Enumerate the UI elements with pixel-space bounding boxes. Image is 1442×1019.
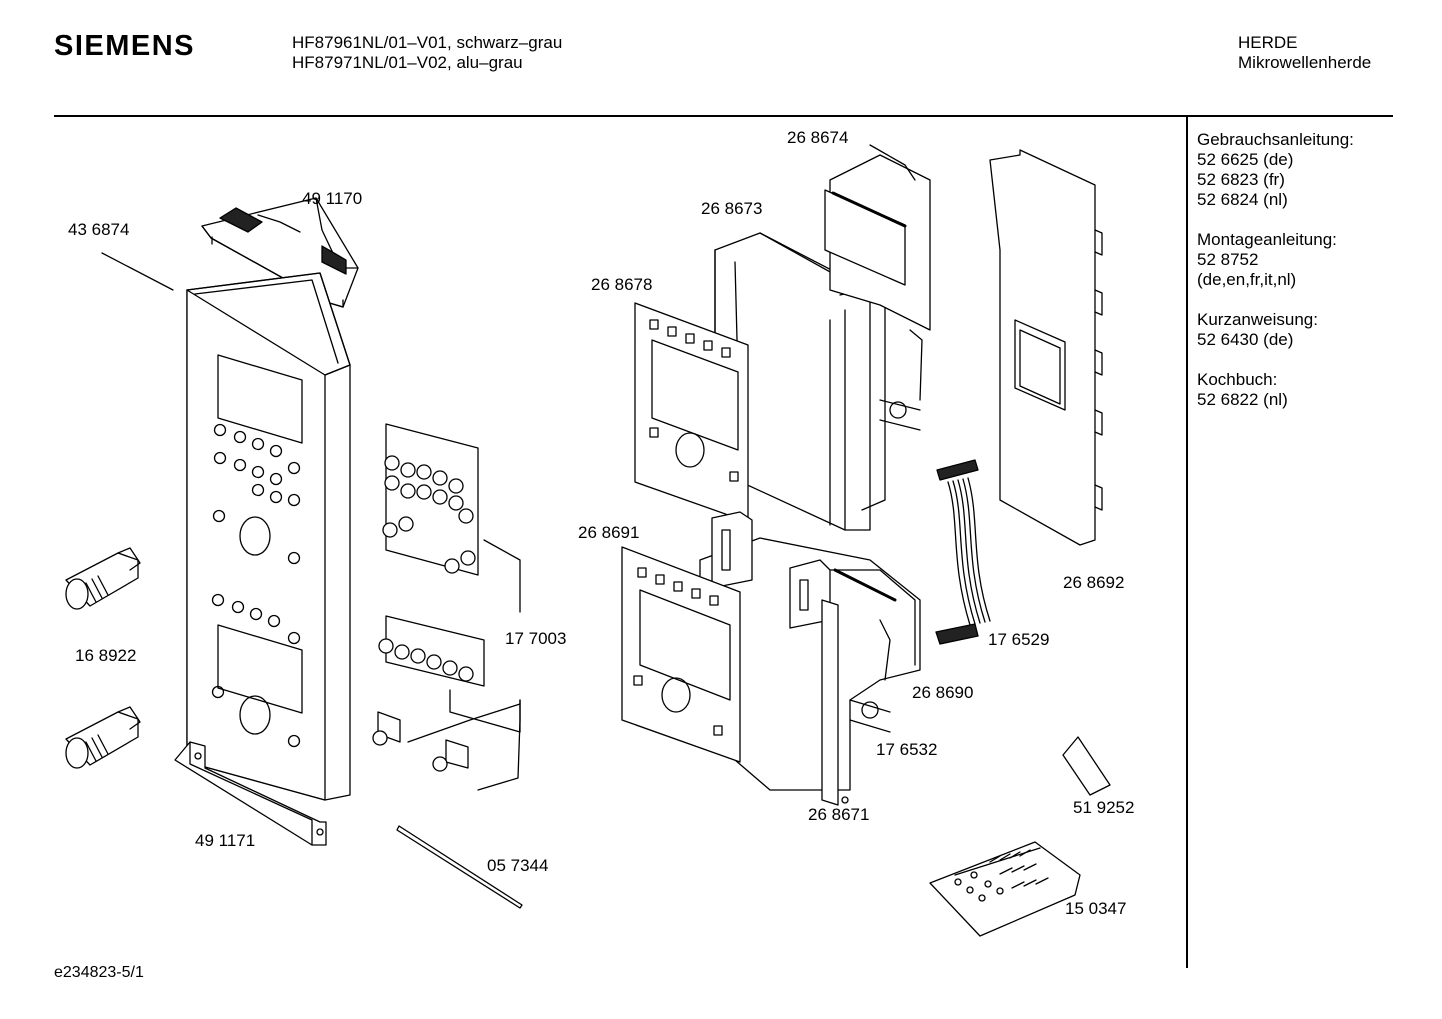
part-label-268692: 26 8692: [1063, 573, 1125, 592]
doc-group-quickguide: Kurzanweisung: 52 6430 (de): [1197, 310, 1354, 350]
upper-display-frame-drawing: [634, 302, 749, 523]
bottom-rail-drawing: [174, 741, 327, 846]
button-board-drawing: [372, 423, 521, 791]
documents-panel: Gebrauchsanleitung: 52 6625 (de) 52 6823…: [1197, 130, 1354, 430]
doc-title: Montageanleitung:: [1197, 230, 1337, 249]
doc-number: 52 8752: [1197, 250, 1259, 269]
part-label-268691: 26 8691: [578, 523, 640, 542]
lower-display-frame-drawing: [621, 546, 741, 763]
lower-module-drawing: [699, 511, 921, 806]
knob-drawing: [65, 547, 141, 769]
gasket-drawing: [1062, 736, 1111, 796]
part-label-268671: 26 8671: [808, 805, 870, 824]
side-board-drawing: [989, 149, 1103, 546]
doc-group-installation: Montageanleitung: 52 8752 (de,en,fr,it,n…: [1197, 230, 1354, 290]
part-label-177003: 17 7003: [505, 629, 567, 648]
doc-group-manual: Gebrauchsanleitung: 52 6625 (de) 52 6823…: [1197, 130, 1354, 210]
category-label: HERDE: [1238, 33, 1298, 52]
subcategory-label: Mikrowellenherde: [1238, 53, 1372, 72]
drawing-reference: e234823-5/1: [54, 964, 144, 981]
part-label-150347: 15 0347: [1065, 899, 1127, 918]
model-line-2: HF87971NL/01–V02, alu–grau: [292, 53, 523, 72]
screw-bag-drawing: [929, 841, 1081, 937]
sidebar-divider: [1186, 117, 1188, 968]
doc-title: Kurzanweisung:: [1197, 310, 1318, 329]
part-label-491171: 49 1171: [195, 831, 256, 850]
doc-group-cookbook: Kochbuch: 52 6822 (nl): [1197, 370, 1354, 410]
part-label-176529: 17 6529: [988, 630, 1050, 649]
doc-title: Kochbuch:: [1197, 370, 1278, 389]
part-label-268678: 26 8678: [591, 275, 653, 294]
doc-number: 52 6625 (de): [1197, 150, 1294, 169]
doc-title: Gebrauchsanleitung:: [1197, 130, 1354, 149]
rod-drawing: [396, 825, 523, 909]
flat-cable-drawing: [935, 459, 991, 645]
doc-number: 52 6822 (nl): [1197, 390, 1288, 409]
part-label-057344: 05 7344: [487, 856, 549, 875]
part-label-436874: 43 6874: [68, 220, 130, 239]
header-divider: [54, 115, 1393, 117]
brand-logo: SIEMENS: [54, 30, 196, 62]
part-label-268690: 26 8690: [912, 683, 974, 702]
part-label-491170: 49 1170: [302, 189, 363, 208]
upper-module-drawing: [714, 144, 931, 531]
part-label-176532: 17 6532: [876, 740, 938, 759]
model-line-1: HF87961NL/01–V01, schwarz–grau: [292, 33, 563, 52]
exploded-parts-drawing: [65, 144, 1111, 937]
doc-number: 52 6430 (de): [1197, 330, 1294, 349]
front-panel-drawing: [186, 272, 351, 801]
leader-line: [101, 252, 174, 291]
part-label-268673: 26 8673: [701, 199, 763, 218]
part-label-268674: 26 8674: [787, 128, 849, 147]
doc-number: 52 6823 (fr): [1197, 170, 1285, 189]
doc-number: 52 6824 (nl): [1197, 190, 1288, 209]
doc-number: (de,en,fr,it,nl): [1197, 270, 1297, 289]
part-label-519252: 51 9252: [1073, 798, 1135, 817]
part-label-168922: 16 8922: [75, 646, 137, 665]
